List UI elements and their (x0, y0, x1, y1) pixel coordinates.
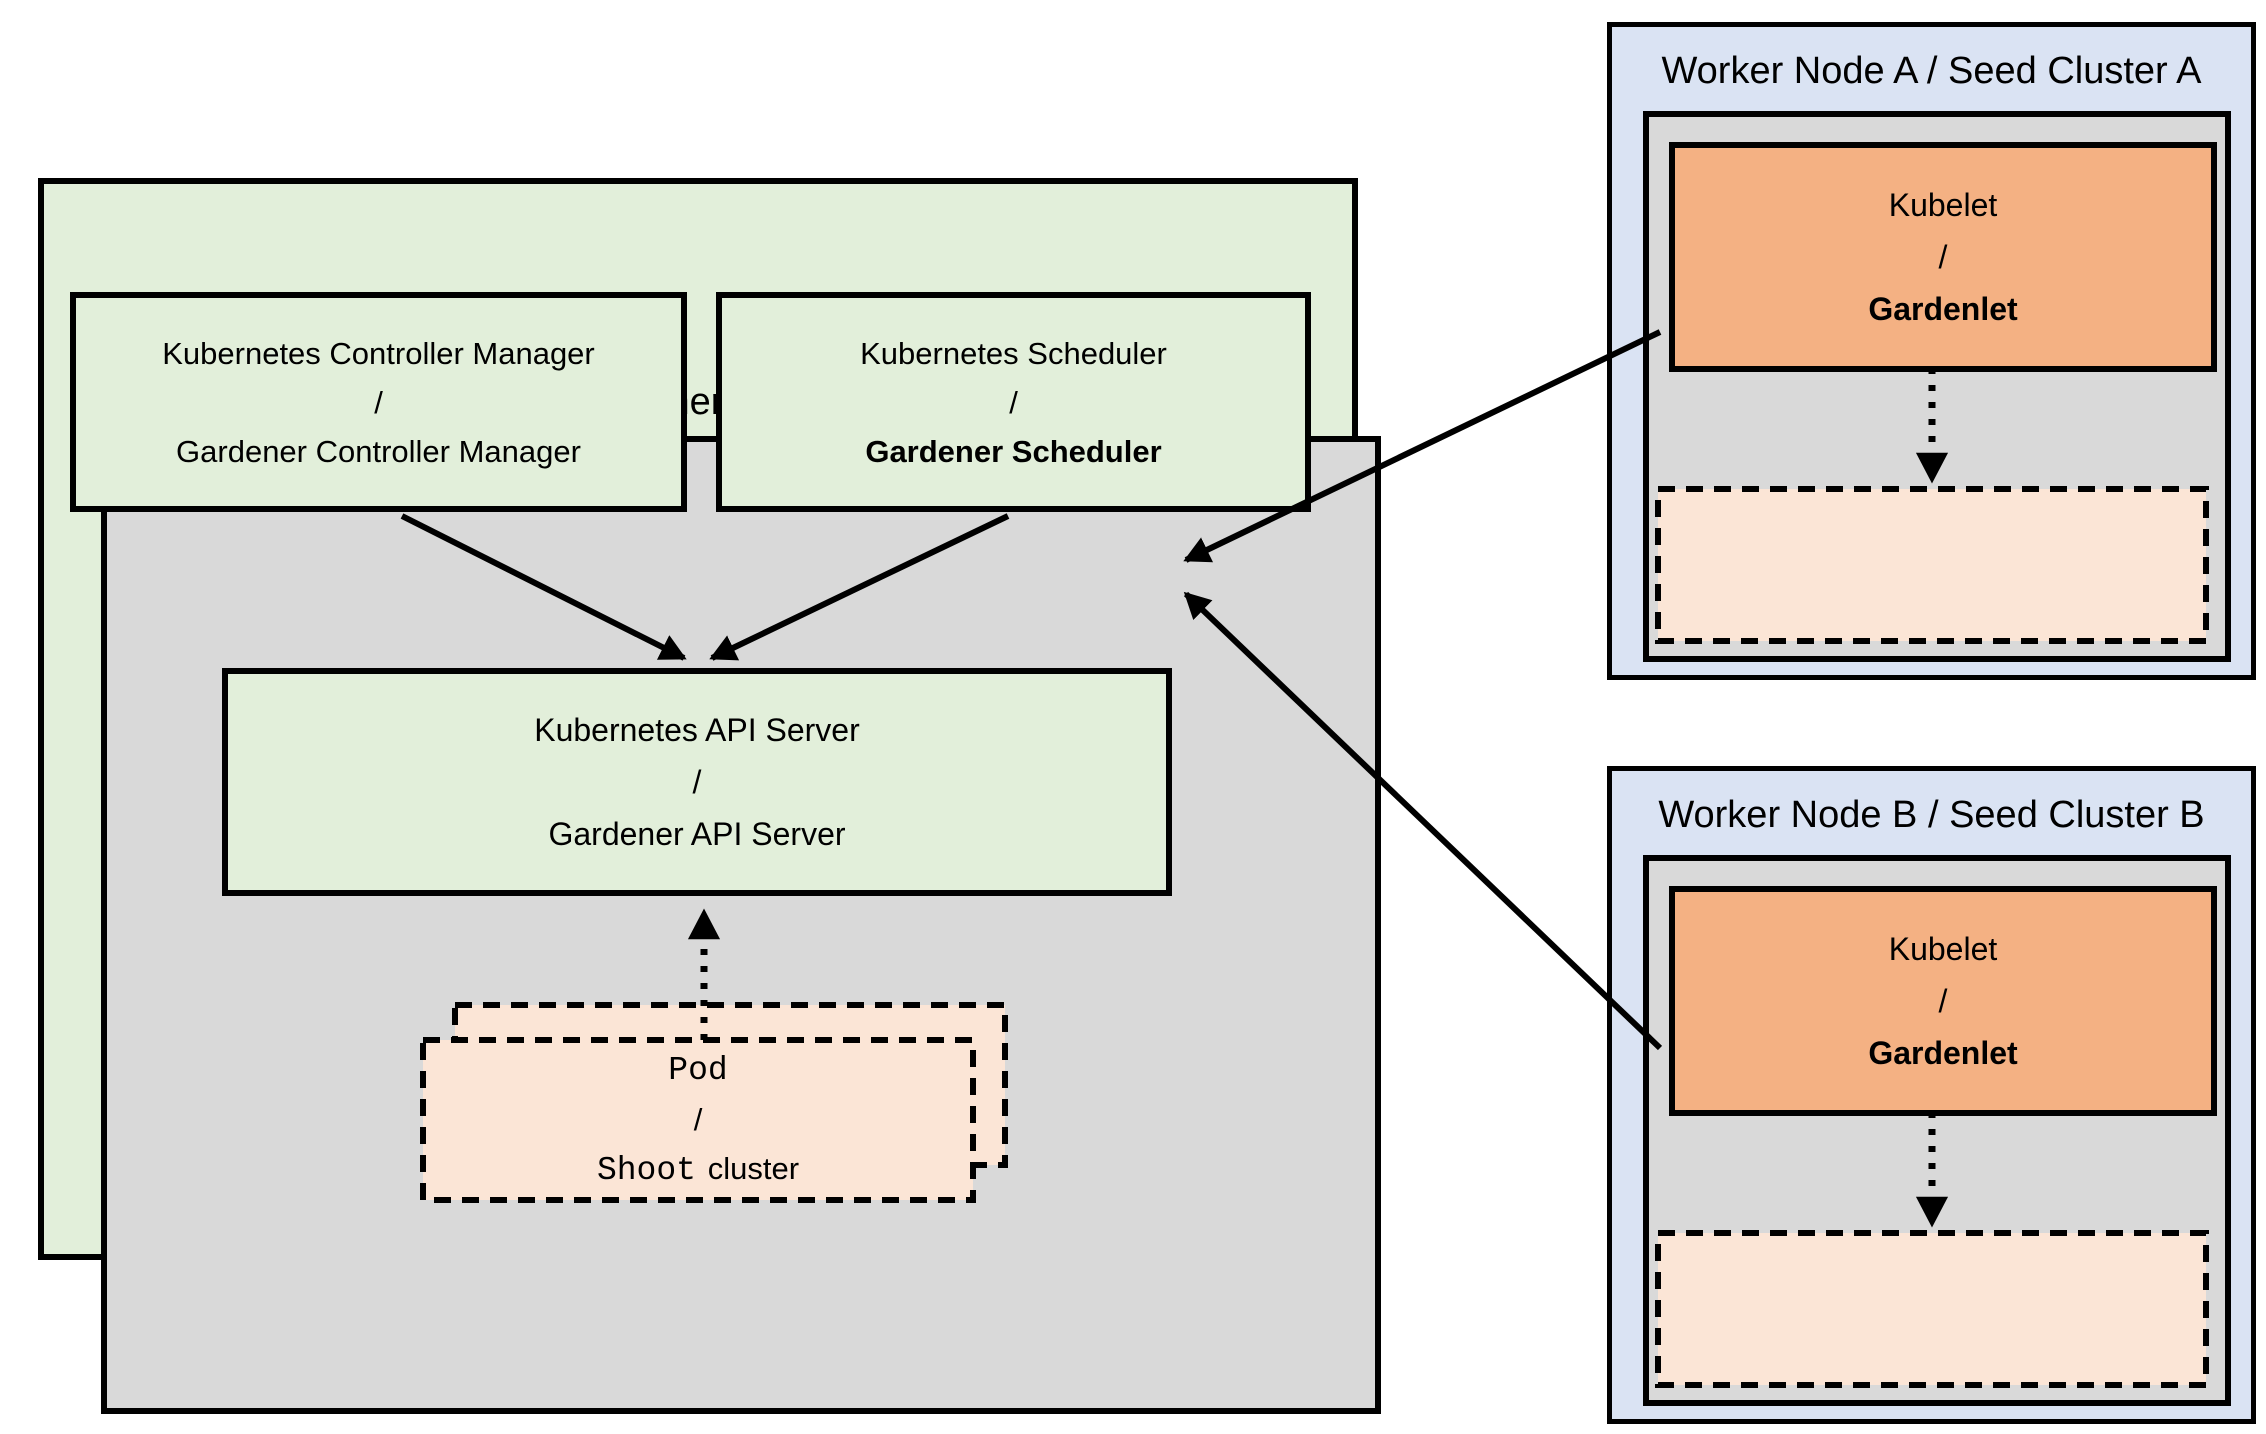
api-server-box: Kubernetes API Server / Gardener API Ser… (222, 668, 1172, 896)
worker-b-inner-panel: Kubelet / Gardenlet Pod / Shoot cluster (1643, 855, 2231, 1406)
scheduler-line1: Kubernetes Scheduler (860, 335, 1167, 371)
worker-b-kubelet-line1: Kubelet (1888, 931, 1998, 967)
worker-a-cluster-word: cluster (1954, 604, 2043, 637)
cp-pod-line3: Shoot cluster (597, 1144, 799, 1195)
cp-pod-label: Pod / Shoot cluster (423, 1040, 973, 1200)
cp-pod-slash: / (693, 1101, 703, 1137)
worker-a-pod-slash: / (1938, 559, 1948, 592)
worker-a-title: Worker Node A / Seed Cluster A (1661, 50, 2202, 92)
worker-a-kubelet-line2: Gardenlet (1868, 291, 2018, 327)
api-server-line1: Kubernetes API Server (534, 712, 860, 748)
worker-a-pod-line1: Pod (1913, 512, 1973, 549)
worker-b-kubelet-slash: / (1938, 983, 1948, 1019)
worker-b-pod-label: Pod / Shoot cluster (1669, 1244, 2217, 1396)
cp-cluster-word: cluster (707, 1150, 800, 1186)
worker-a-pod-line3: Shoot cluster (1844, 598, 2043, 644)
worker-node-a-box: Worker Node A / Seed Cluster A Kubelet /… (1607, 22, 2256, 680)
worker-b-shoot-word: Shoot (1843, 1347, 1943, 1384)
controller-manager-line1: Kubernetes Controller Manager (162, 335, 595, 371)
worker-a-kubelet-line1: Kubelet (1888, 187, 1998, 223)
scheduler-slash: / (1009, 384, 1018, 420)
controller-manager-line2: Gardener Controller Manager (176, 433, 581, 469)
worker-a-shoot-word: Shoot (1843, 603, 1943, 640)
worker-b-kubelet-line2: Gardenlet (1868, 1035, 2018, 1071)
cp-shoot-word: Shoot (596, 1151, 696, 1189)
worker-b-pod-line1: Pod (1913, 1256, 1973, 1293)
scheduler-box: Kubernetes Scheduler / Gardener Schedule… (716, 292, 1311, 512)
controller-manager-box: Kubernetes Controller Manager / Gardener… (70, 292, 687, 512)
worker-a-inner-panel: Kubelet / Gardenlet Pod / Shoot cluster (1643, 111, 2231, 662)
worker-b-pod-line3: Shoot cluster (1844, 1342, 2043, 1388)
controller-manager-slash: / (374, 384, 383, 420)
worker-node-b-box: Worker Node B / Seed Cluster B Kubelet /… (1607, 766, 2256, 1424)
worker-a-kubelet-slash: / (1938, 239, 1948, 275)
worker-a-kubelet-box: Kubelet / Gardenlet (1669, 142, 2217, 372)
worker-b-title: Worker Node B / Seed Cluster B (1658, 794, 2205, 836)
api-server-slash: / (692, 764, 702, 800)
scheduler-line2: Gardener Scheduler (865, 433, 1162, 469)
worker-b-pod-slash: / (1938, 1303, 1948, 1336)
control-plane-inner-panel (101, 436, 1381, 1414)
api-server-line2: Gardener API Server (548, 816, 846, 852)
cp-pod-line1: Pod (668, 1051, 728, 1089)
worker-a-pod-label: Pod / Shoot cluster (1669, 500, 2217, 652)
worker-b-kubelet-box: Kubelet / Gardenlet (1669, 886, 2217, 1116)
worker-b-cluster-word: cluster (1954, 1348, 2043, 1381)
